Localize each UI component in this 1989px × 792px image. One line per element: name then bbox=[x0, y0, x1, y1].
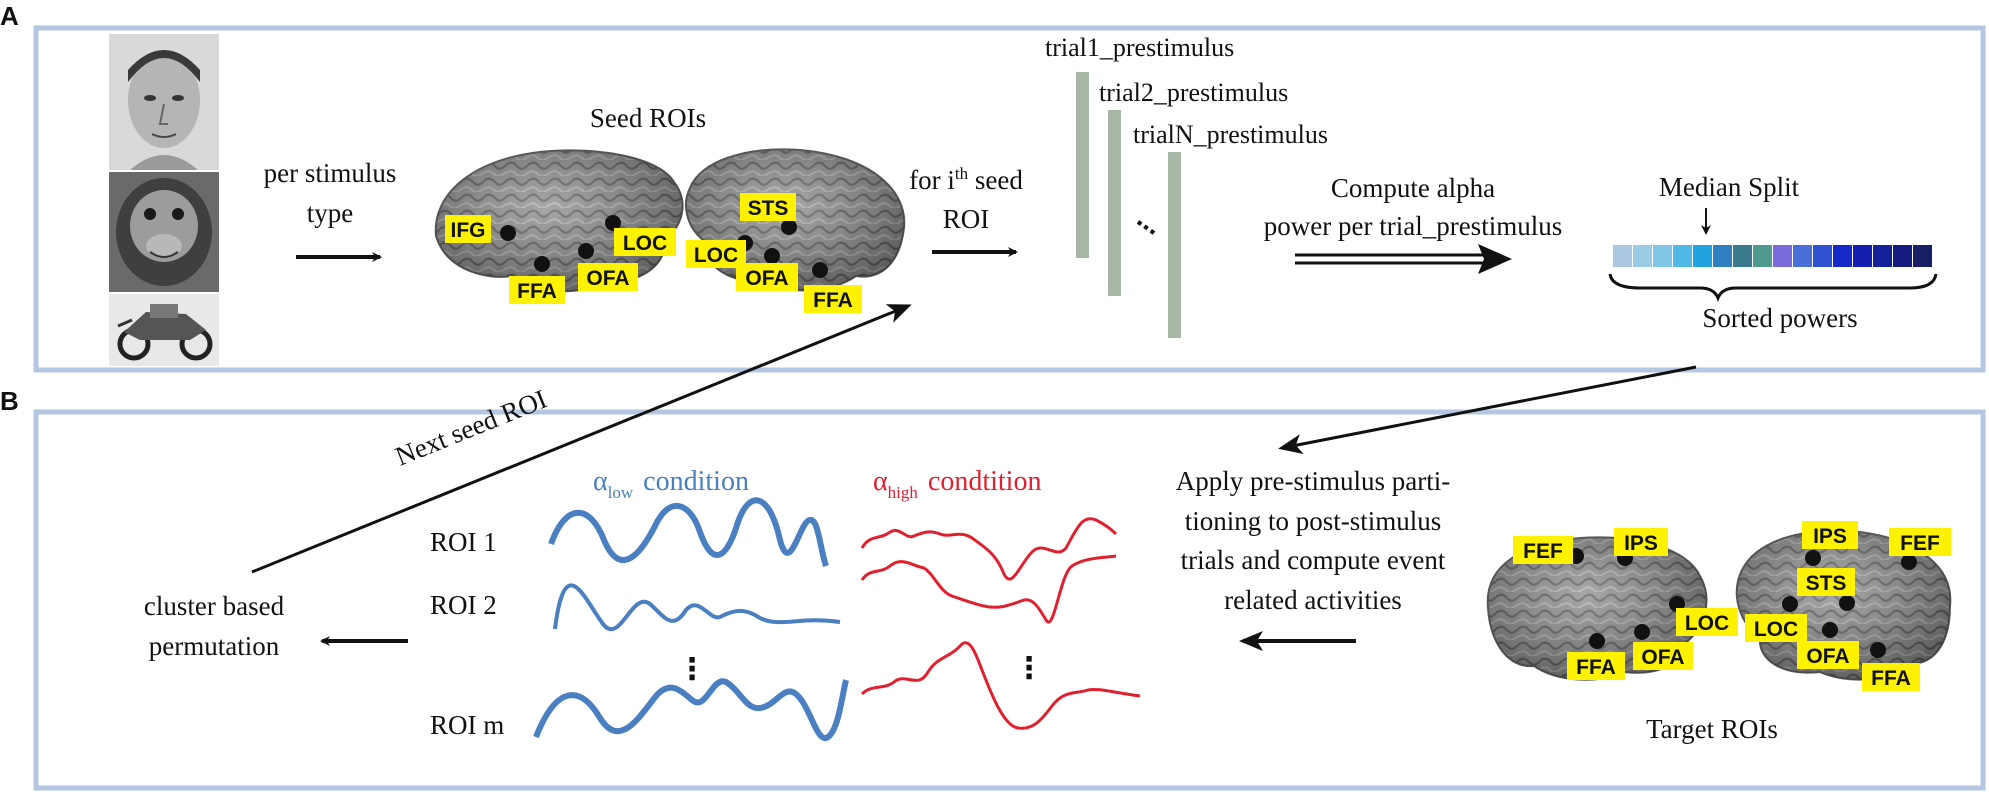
seed-brain-right: STS LOC OFA FFA bbox=[685, 148, 906, 313]
power-square bbox=[1813, 245, 1832, 267]
human-face-image bbox=[109, 34, 219, 170]
target-roi-ips-left: IPS bbox=[1624, 532, 1658, 555]
cluster-label-line2: permutation bbox=[149, 631, 280, 661]
power-square bbox=[1613, 245, 1632, 267]
apply-label-line1: Apply pre-stimulus parti- bbox=[1176, 466, 1450, 496]
power-square bbox=[1853, 245, 1872, 267]
target-roi-ips-right: IPS bbox=[1813, 525, 1847, 548]
power-square bbox=[1773, 245, 1792, 267]
target-brain-left: FEF IPS LOC FFA OFA bbox=[1486, 528, 1738, 681]
target-roi-loc-right: LOC bbox=[1754, 618, 1798, 641]
low-vertical-ellipsis: ⋮ bbox=[677, 653, 707, 686]
target-roi-sts-right: STS bbox=[1806, 572, 1847, 595]
power-square bbox=[1633, 245, 1652, 267]
power-square bbox=[1793, 245, 1812, 267]
sorted-powers-label: Sorted powers bbox=[1702, 303, 1857, 333]
high-vertical-ellipsis: ⋮ bbox=[1014, 652, 1044, 685]
arrow-next-seed bbox=[251, 304, 912, 574]
roi1-high-wave bbox=[860, 517, 1118, 581]
power-square bbox=[1673, 245, 1692, 267]
apply-label-line2: tioning to post-stimulus bbox=[1185, 506, 1442, 536]
seed-roi-ofa-right: OFA bbox=[745, 267, 788, 290]
compute-label-line1: Compute alpha bbox=[1331, 173, 1495, 203]
roim-label: ROI m bbox=[430, 710, 504, 740]
power-square bbox=[1913, 245, 1932, 267]
target-roi-fef-right: FEF bbox=[1900, 532, 1940, 555]
seed-roi-loc-right: LOC bbox=[694, 244, 738, 267]
for-seed-label-line2: ROI bbox=[943, 204, 990, 234]
power-square bbox=[1713, 245, 1732, 267]
power-square bbox=[1733, 245, 1752, 267]
power-square bbox=[1893, 245, 1912, 267]
trial1-label: trial1_prestimulus bbox=[1045, 33, 1234, 62]
roi1-label: ROI 1 bbox=[430, 527, 497, 557]
seed-roi-ifg: IFG bbox=[451, 219, 486, 242]
trialN-label: trialN_prestimulus bbox=[1133, 120, 1328, 149]
for-seed-label-line1: for ith seed bbox=[909, 164, 1023, 195]
panel-letter-a: A bbox=[0, 1, 19, 31]
apply-label-line3: trials and compute event bbox=[1181, 545, 1446, 575]
trial-ellipsis: ... bbox=[1132, 202, 1169, 241]
seed-roi-sts: STS bbox=[748, 197, 789, 220]
roi2-label: ROI 2 bbox=[430, 590, 497, 620]
target-brain-right: IPS FEF STS LOC OFA FFA bbox=[1735, 521, 1952, 691]
power-square bbox=[1653, 245, 1672, 267]
monkey-face-image bbox=[109, 172, 219, 292]
target-roi-ofa-left: OFA bbox=[1641, 646, 1684, 669]
target-roi-ffa-right: FFA bbox=[1871, 667, 1911, 690]
roim-low-wave bbox=[533, 678, 849, 741]
apply-label-line4: related activities bbox=[1224, 585, 1402, 615]
trial2-bar bbox=[1108, 110, 1121, 296]
seed-roi-ffa-right: FFA bbox=[813, 289, 853, 312]
panel-letter-b: B bbox=[0, 386, 19, 416]
seed-rois-title: Seed ROIs bbox=[590, 103, 706, 133]
trialN-bar bbox=[1168, 152, 1181, 338]
stimulus-images bbox=[109, 34, 219, 366]
trial1-bar bbox=[1076, 72, 1089, 258]
power-square bbox=[1753, 245, 1772, 267]
double-arrow-compute bbox=[1295, 244, 1512, 274]
target-rois-title: Target ROIs bbox=[1646, 714, 1778, 744]
seed-roi-ofa-left: OFA bbox=[586, 267, 629, 290]
panel-b-border bbox=[33, 409, 1986, 791]
cluster-label-line1: cluster based bbox=[144, 591, 285, 621]
target-roi-ofa-right: OFA bbox=[1806, 645, 1849, 668]
seed-roi-ffa-left: FFA bbox=[517, 280, 557, 303]
arrow-sorted-to-apply bbox=[1278, 365, 1697, 454]
target-roi-fef-left: FEF bbox=[1523, 540, 1563, 563]
roim-high-wave bbox=[860, 641, 1141, 730]
power-square bbox=[1873, 245, 1892, 267]
roi1-low-wave bbox=[548, 497, 829, 567]
trial2-label: trial2_prestimulus bbox=[1099, 78, 1288, 107]
seed-brain-left: IFG LOC FFA OFA bbox=[434, 149, 684, 304]
median-split-label: Median Split bbox=[1659, 172, 1800, 202]
next-seed-label: Next seed ROI bbox=[391, 384, 551, 472]
roi2-low-wave bbox=[553, 583, 841, 632]
roi2-high-wave bbox=[860, 554, 1117, 624]
sorted-power-bar bbox=[1613, 245, 1932, 267]
seed-roi-loc-left: LOC bbox=[623, 232, 667, 255]
per-stimulus-label-line2: type bbox=[307, 198, 354, 228]
power-square bbox=[1693, 245, 1712, 267]
panel-a-border bbox=[33, 25, 1986, 373]
target-roi-loc-left: LOC bbox=[1685, 612, 1729, 635]
compute-label-line2: power per trial_prestimulus bbox=[1264, 211, 1562, 241]
target-roi-ffa-left: FFA bbox=[1576, 656, 1616, 679]
sorted-powers-brace bbox=[1608, 273, 1938, 303]
power-square bbox=[1833, 245, 1852, 267]
motorcycle-image bbox=[109, 294, 219, 366]
per-stimulus-label-line1: per stimulus bbox=[264, 158, 397, 188]
